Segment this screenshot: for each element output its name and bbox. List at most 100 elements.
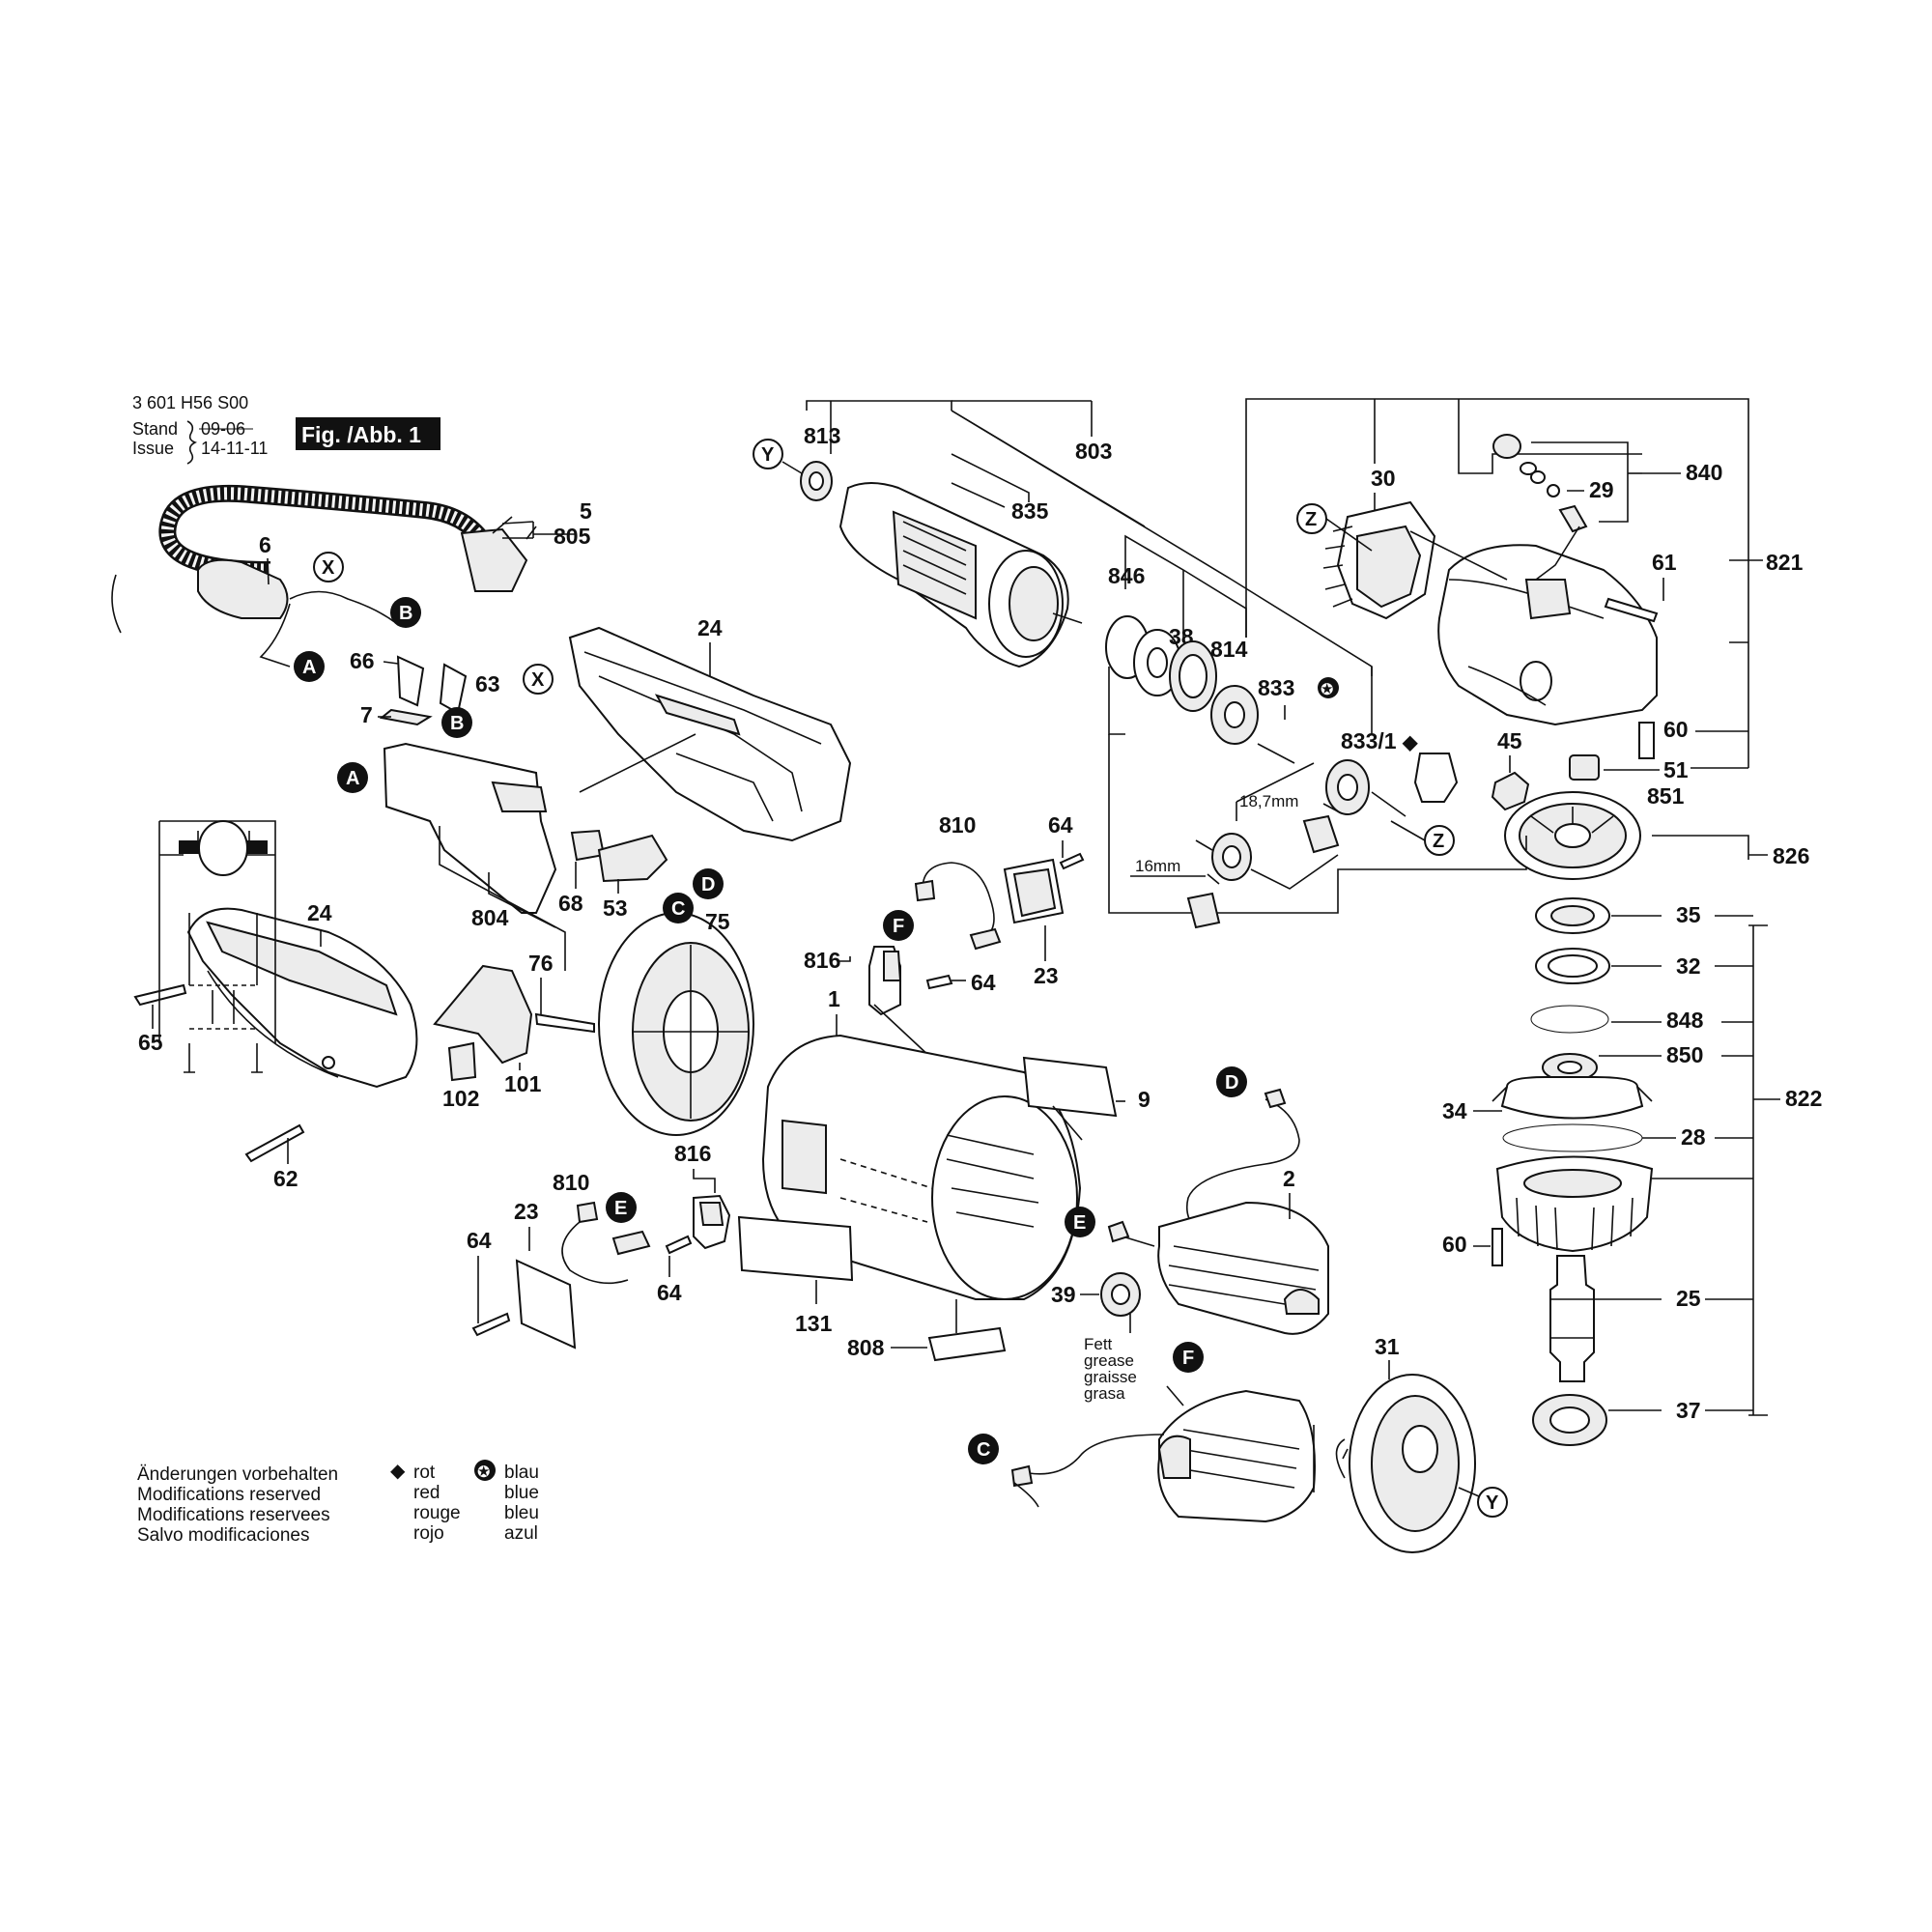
part-label-813: 813 xyxy=(804,423,840,448)
wiring-schematic xyxy=(158,820,276,1073)
part-label-816-bottom: 816 xyxy=(674,1141,711,1166)
gear-housing xyxy=(1437,544,1658,726)
part-label-6: 6 xyxy=(259,532,271,557)
part-label-61: 61 xyxy=(1652,550,1677,575)
part-label-34: 34 xyxy=(1442,1098,1467,1123)
figure-label: Fig. /Abb. 1 xyxy=(301,422,421,447)
svg-text:D: D xyxy=(1225,1072,1238,1094)
snap-ring-848 xyxy=(1530,1005,1609,1034)
part-label-848: 848 xyxy=(1666,1008,1704,1033)
part-label-62: 62 xyxy=(273,1166,298,1191)
strain-relief xyxy=(197,558,289,619)
part-label-826: 826 xyxy=(1773,843,1809,868)
bushing-51 xyxy=(1569,754,1600,781)
part-label-37: 37 xyxy=(1676,1398,1701,1423)
label-9 xyxy=(1022,1056,1118,1118)
svg-text:X: X xyxy=(322,557,335,579)
part-label-60-bottom: 60 xyxy=(1442,1232,1467,1257)
label-808 xyxy=(927,1326,1007,1362)
carbon-brush-a xyxy=(1302,814,1340,854)
red-marker-8331: ◆ xyxy=(1402,732,1418,753)
motor-housing-bore xyxy=(931,1095,1078,1300)
nut-45 xyxy=(1491,771,1530,811)
part-53 xyxy=(597,834,668,883)
part-label-9: 9 xyxy=(1138,1087,1151,1112)
part-label-75: 75 xyxy=(705,909,730,934)
part-label-64-mid: 64 xyxy=(971,970,996,995)
brushes-833: 833 ✪ 833/1 ◆ 18,7mm 16mm xyxy=(1130,667,1418,929)
part-label-51: 51 xyxy=(1663,757,1689,782)
handle-housing-top: 24 xyxy=(568,615,852,842)
part-label-131: 131 xyxy=(795,1311,833,1336)
part-label-68: 68 xyxy=(558,891,583,916)
motor-housing-1: 1 9 131 808 xyxy=(737,986,1151,1362)
svg-text:A: A xyxy=(302,657,316,678)
part-label-39: 39 xyxy=(1051,1282,1076,1307)
armature-assembly: 803 813 835 xyxy=(800,400,1373,676)
screw-60-bottom xyxy=(1492,1228,1503,1266)
part-label-808: 808 xyxy=(847,1335,885,1360)
red-marker-symbol: ◆ xyxy=(390,1461,406,1482)
part-label-101: 101 xyxy=(504,1071,542,1096)
screw-65 xyxy=(133,983,187,1007)
part-label-24-top: 24 xyxy=(697,615,723,640)
part-label-64-top: 64 xyxy=(1048,812,1073,838)
field-and-end-cover: 2 39 Fett grease graisse grasa 31 xyxy=(1010,1088,1493,1553)
legend: Änderungen vorbehalten Modifications res… xyxy=(137,1460,539,1546)
connector-e-lower: E xyxy=(606,1192,637,1223)
svg-text:X: X xyxy=(531,669,545,691)
document-header: 3 601 H56 S00 Stand Issue 09-06 14-11-11… xyxy=(132,393,440,465)
date-brace xyxy=(186,420,197,465)
dimension-16mm: 16mm xyxy=(1135,857,1180,875)
screw-60-top xyxy=(1638,722,1655,759)
changes-reserved-es: Salvo modificaciones xyxy=(137,1525,309,1546)
part-label-35: 35 xyxy=(1676,902,1701,927)
svg-text:E: E xyxy=(614,1198,627,1219)
changes-reserved-fr: Modifications reservees xyxy=(137,1505,330,1525)
part-label-1: 1 xyxy=(828,986,840,1011)
svg-text:A: A xyxy=(346,768,359,789)
connector-y-cover: Y xyxy=(1477,1487,1508,1518)
grease-note-line-3: graisse xyxy=(1084,1368,1137,1386)
part-label-31: 31 xyxy=(1375,1334,1400,1359)
label-131 xyxy=(737,1215,854,1282)
blue-marker-symbol: ✪ xyxy=(477,1464,490,1481)
screw-61 xyxy=(1604,597,1659,623)
switch-assembly: 66 63 7 804 68 53 xyxy=(350,648,668,971)
part-label-28: 28 xyxy=(1681,1124,1706,1150)
power-cord-group: 5 805 6 xyxy=(111,484,592,668)
doc-number: 3 601 H56 S00 xyxy=(132,393,248,412)
screw-62 xyxy=(244,1123,305,1163)
part-label-821: 821 xyxy=(1766,550,1804,575)
dimension-18-7mm: 18,7mm xyxy=(1239,792,1298,810)
connector-a-top: A xyxy=(294,651,325,682)
figure-label-box xyxy=(296,417,440,450)
screw-64-bottom-left xyxy=(471,1312,511,1337)
svg-text:F: F xyxy=(893,916,904,937)
brush-lead-bottom xyxy=(611,1230,651,1256)
screw-66 xyxy=(396,655,425,707)
part-label-833-1: 833/1 xyxy=(1341,728,1397,753)
part-label-7: 7 xyxy=(360,702,373,727)
changes-reserved-de: Änderungen vorbehalten xyxy=(137,1464,338,1485)
part-label-23-bottom: 23 xyxy=(514,1199,539,1224)
part-label-45: 45 xyxy=(1497,728,1522,753)
lever-101 xyxy=(433,964,533,1065)
part-label-29: 29 xyxy=(1589,477,1614,502)
connector-f-upper: F xyxy=(883,910,914,941)
blue-marker-circle xyxy=(474,1460,496,1481)
spindle-25 xyxy=(1549,1255,1595,1382)
part-label-851: 851 xyxy=(1647,783,1685,809)
pin xyxy=(1558,504,1588,533)
svg-text:Y: Y xyxy=(1486,1492,1499,1514)
svg-text:B: B xyxy=(399,603,412,624)
legend-blue-es: azul xyxy=(504,1523,538,1544)
connector-y-bearing: Y xyxy=(753,439,783,469)
svg-text:D: D xyxy=(701,874,715,895)
legend-red-es: rojo xyxy=(413,1523,444,1544)
blue-marker-833 xyxy=(1318,677,1339,698)
svg-text:C: C xyxy=(671,898,685,920)
gear-head-821: 821 30 840 29 61 60 51 xyxy=(1245,398,1804,811)
part-label-64-bottom-left: 64 xyxy=(467,1228,492,1253)
part-label-32: 32 xyxy=(1676,953,1701,979)
